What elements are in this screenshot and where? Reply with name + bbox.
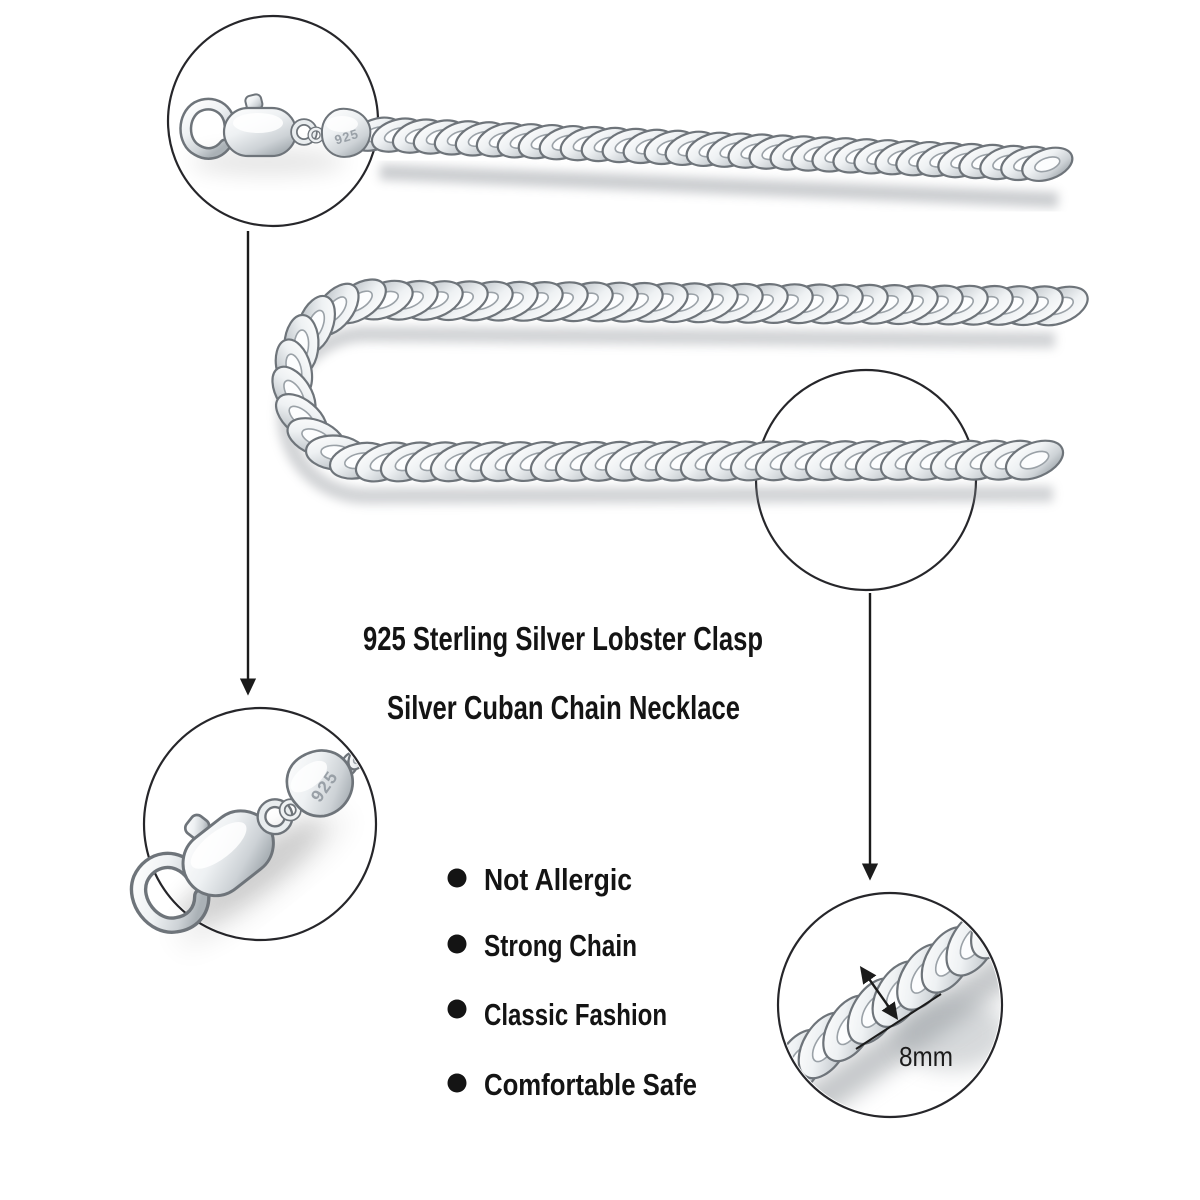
dimension-arrow (859, 966, 899, 1020)
zoom-circle-chain-closeup (776, 891, 1004, 1119)
feature-item: Classic Fashion (447, 997, 667, 1032)
bullet-dot-icon (447, 868, 467, 888)
bullet-dot-icon (447, 1073, 467, 1093)
feature-item: Not Allergic (447, 862, 632, 897)
chain-width-label: 8mm (899, 1041, 953, 1072)
clasp-callout-bottom (117, 720, 381, 960)
feature-label: Not Allergic (484, 862, 632, 897)
feature-label: Comfortable Safe (484, 1067, 697, 1102)
feature-item: Strong Chain (447, 928, 637, 963)
zoom-circle-clasp-bottom (142, 706, 378, 942)
product-title-line2: Silver Cuban Chain Necklace (387, 689, 740, 726)
top-chain-shadow (379, 164, 1059, 208)
feature-list: Not Allergic Strong Chain Classic Fashio… (447, 862, 697, 1102)
bullet-dot-icon (447, 999, 467, 1019)
feature-label: Strong Chain (484, 928, 637, 963)
feature-item: Comfortable Safe (447, 1067, 697, 1102)
closeup-blob-shadow (896, 998, 1000, 1070)
dimension-leader-line (855, 993, 942, 1050)
clasp-callout-top (186, 93, 371, 175)
top-chain-photo (349, 116, 1074, 182)
folded-chain-photo (271, 278, 1089, 483)
feature-label: Classic Fashion (484, 997, 667, 1032)
bullet-dot-icon (447, 934, 467, 954)
product-title-line1: 925 Sterling Silver Lobster Clasp (363, 620, 763, 657)
